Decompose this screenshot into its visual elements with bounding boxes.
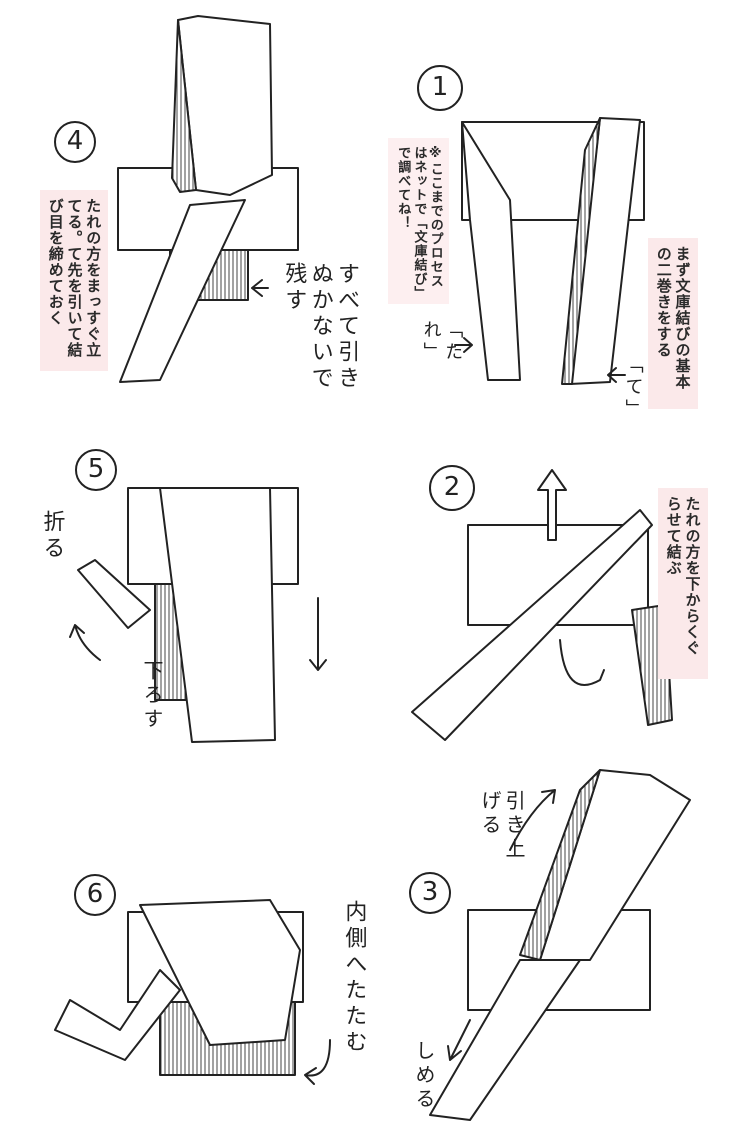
step1-te-shadow [561, 117, 601, 385]
step2-circle [429, 465, 475, 511]
step4-illustration [54, 15, 299, 383]
step3-arrow-up [509, 789, 556, 851]
step2-curve [559, 639, 605, 686]
step1-number: 1 [431, 72, 449, 102]
step4-tare-shadow [171, 19, 197, 193]
step4-number: 4 [66, 126, 84, 156]
step4-note: たれの方をまっすぐ立てる。て先を引いて結び目を締めておく [40, 190, 109, 371]
step2-arrow-up [537, 469, 567, 541]
step4-te-end [119, 199, 246, 383]
step3-te [429, 959, 581, 1121]
step1-arrow-right [607, 367, 626, 383]
step5-down-label: 下ろす [140, 660, 164, 732]
step5-lowered-tare [159, 487, 276, 743]
step1-circle [417, 65, 463, 111]
step4-arrow [251, 279, 269, 297]
step6-label: 内側へたたむ [341, 900, 367, 1056]
step5-arrow-fold [69, 624, 101, 661]
step6-arrow [304, 1039, 331, 1085]
step1-right-label: 「て」 [622, 355, 644, 421]
step4-label: すべて引きぬかないで残す [281, 262, 360, 392]
step2-note: たれの方を下からくぐらせて結ぶ [658, 488, 708, 679]
step4-circle [54, 121, 96, 163]
step6-illustration [54, 874, 331, 1085]
step5-folded-end [77, 559, 151, 629]
step3-tare-shadow [519, 769, 601, 961]
step5-circle [75, 449, 117, 491]
step6-folded-tare [139, 899, 301, 1046]
step3-circle [409, 872, 451, 914]
step2-illustration [411, 465, 673, 741]
step5-fold-label: 折る [39, 510, 65, 562]
step3-arrow-down [447, 1019, 471, 1061]
step3-tighten-label: しめる [412, 1040, 436, 1112]
step1-note: まず文庫結びの基本の二巻きをする [648, 238, 698, 409]
step5-number: 5 [87, 454, 105, 484]
step5-illustration [69, 449, 327, 743]
step6-number: 6 [86, 879, 104, 909]
step1-left-label: 「たれ」 [420, 320, 464, 364]
step6-te-end [54, 969, 181, 1061]
step6-circle [74, 874, 116, 916]
step3-number: 3 [421, 877, 439, 907]
step3-pull-up-label: 引き上げる [478, 790, 526, 862]
step2-number: 2 [443, 472, 461, 502]
step3-illustration [409, 769, 691, 1121]
step1-tare [461, 121, 521, 381]
step2-crossing-tare [411, 509, 653, 741]
step1-illustration [417, 65, 645, 385]
step5-arrow-down [309, 597, 327, 671]
step1-arrow-left [454, 337, 473, 353]
step1-sub-note: ※ここまでのプロセスはネットで「文庫結び」で調べてね！ [388, 138, 449, 304]
